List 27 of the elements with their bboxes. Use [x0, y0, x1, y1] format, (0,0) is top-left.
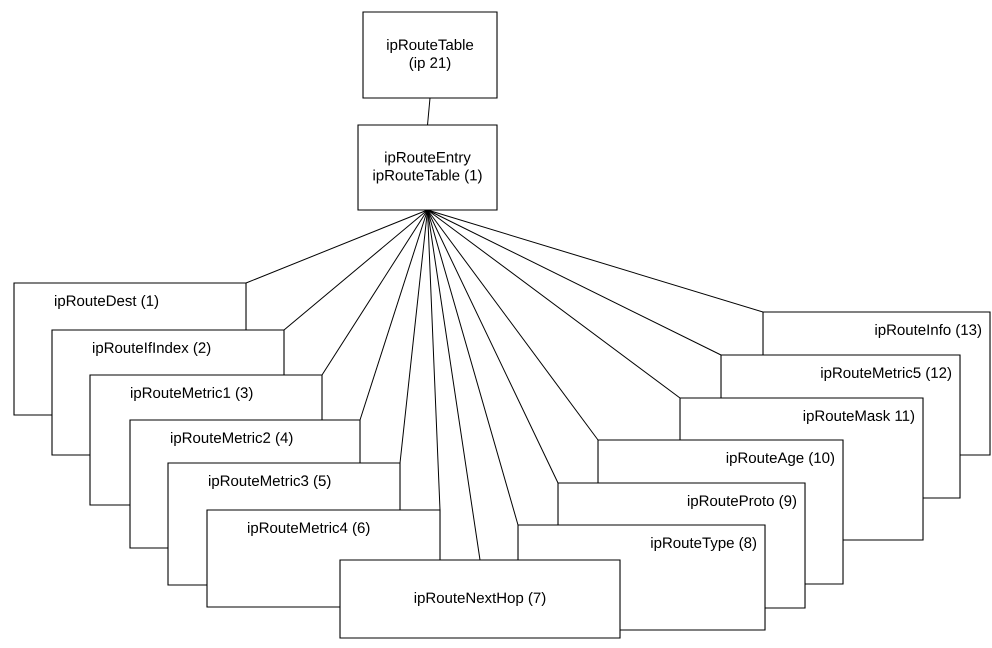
connector-line — [427, 210, 680, 398]
connector-line — [360, 210, 428, 420]
object-box: ipRouteNextHop (7) — [339, 559, 621, 639]
connector-line — [400, 210, 428, 464]
object-box: ipRouteProto (9) — [557, 482, 806, 525]
object-box: ipRouteDest (1) — [13, 282, 247, 330]
connector-line — [427, 98, 430, 126]
object-box: ipRouteMetric5 (12) — [720, 354, 961, 398]
object-box: ipRouteMetric3 (5) — [167, 462, 401, 510]
connector-line — [427, 210, 598, 440]
table-box: ipRouteEntry ipRouteTable (1) — [357, 124, 498, 211]
object-box: ipRouteIfIndex (2) — [51, 329, 285, 375]
connector-line — [427, 210, 518, 526]
connector-line — [246, 210, 428, 284]
object-box: ipRouteInfo (13) — [762, 311, 991, 355]
object-box: ipRouteType (8) — [517, 524, 766, 560]
table-box: ipRouteTable (ip 21) — [362, 11, 498, 99]
connector-line — [427, 210, 764, 312]
connector-line — [284, 210, 428, 330]
object-box: ipRouteMask 11) — [679, 397, 924, 440]
object-box: ipRouteMetric1 (3) — [89, 374, 323, 420]
connector-line — [427, 210, 722, 356]
object-box: ipRouteAge (10) — [597, 439, 844, 483]
object-box: ipRouteMetric2 (4) — [129, 419, 361, 463]
connector-line — [427, 210, 558, 484]
connector-line — [322, 210, 428, 376]
object-box: ipRouteMetric4 (6) — [206, 509, 441, 560]
